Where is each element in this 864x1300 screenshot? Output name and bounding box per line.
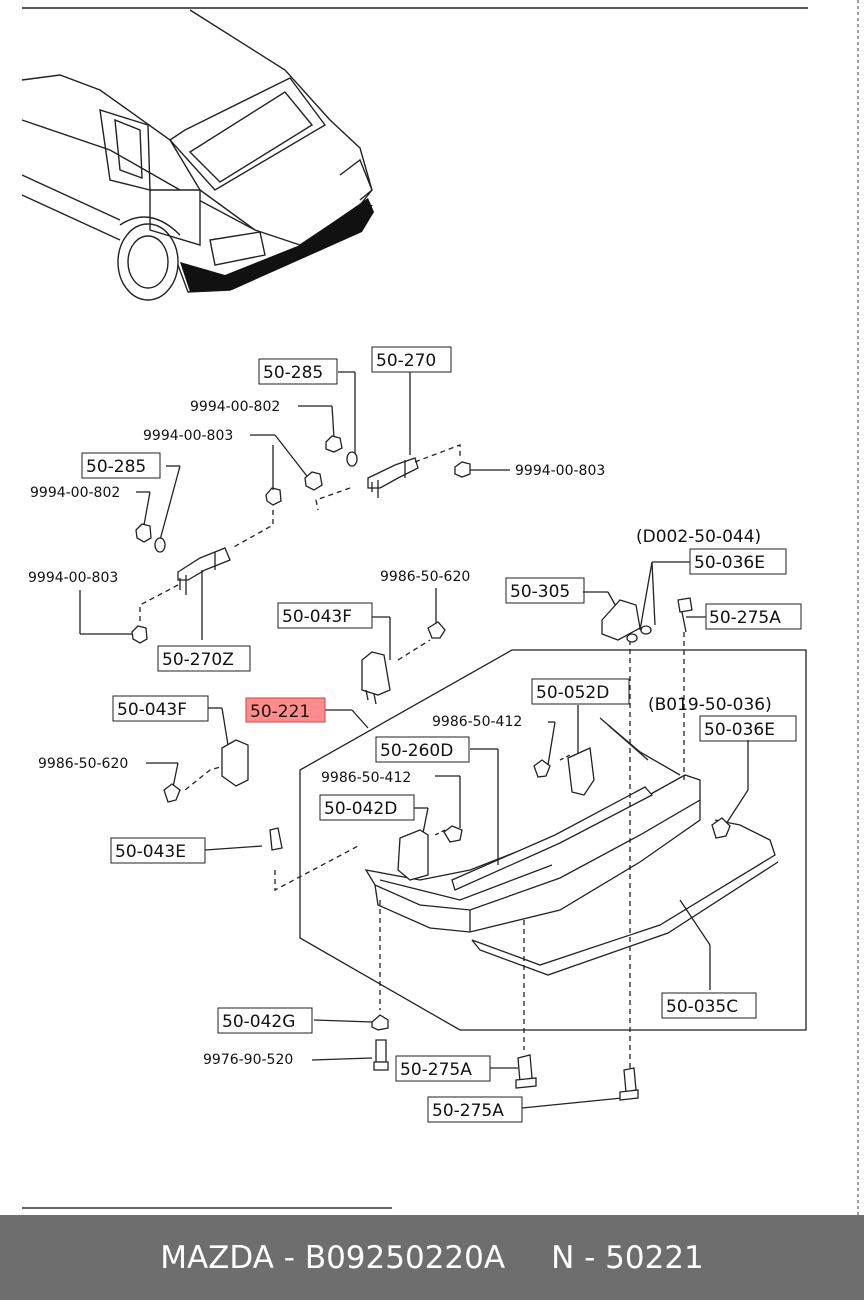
label-50-043e: 50-043E [115,842,186,862]
label-50-042d: 50-042D [324,799,397,819]
washers-left [131,523,166,644]
bracket-50-270-group [250,371,510,511]
highlight-50-221 [245,697,326,723]
label-9986-50-412-top: 9986-50-412 [432,714,522,730]
label-50-285-top: 50-285 [263,363,323,383]
parts-diagram: 50-285 50-270 9994-00-802 9994-00-803 99… [21,0,859,1215]
clips-and-screws [163,597,731,1101]
label-9994-00-803-right: 9994-00-803 [515,463,605,479]
label-9986-50-620-top: 9986-50-620 [380,569,470,585]
nuts-upper [265,435,471,506]
label-50-036e-top: 50-036E [694,553,765,573]
label-d002-50-044: (D002-50-044) [636,527,761,547]
part-labels [81,346,802,1123]
label-9994-00-802-left: 9994-00-802 [30,485,120,501]
label-50-270: 50-270 [376,351,436,371]
label-9994-00-803-left: 9994-00-803 [28,570,118,586]
car-rear-illustration [21,9,373,301]
bumper-assembly [146,561,807,1109]
label-50-042g: 50-042G [222,1012,295,1032]
footer-reference: N - 50221 [551,1239,704,1276]
footer-bar: MAZDA - B09250220A N - 50221 [0,1215,864,1300]
label-50-036e-right: 50-036E [704,720,775,740]
label-50-260d: 50-260D [380,741,453,761]
label-50-052d: 50-052D [536,683,609,703]
label-9976-90-520: 9976-90-520 [203,1052,293,1068]
bracket-50-270z-group [79,445,274,640]
label-50-043f-left: 50-043F [117,700,187,720]
label-50-275a-top: 50-275A [709,608,781,628]
label-50-270z: 50-270Z [162,650,234,670]
label-50-275a-bottom: 50-275A [432,1101,504,1121]
label-9986-50-412-mid: 9986-50-412 [321,770,411,786]
label-9994-00-803-mid: 9994-00-803 [143,428,233,444]
label-50-275a-mid: 50-275A [400,1060,472,1080]
footer-part-number: MAZDA - B09250220A [160,1239,506,1276]
label-50-035c: 50-035C [666,997,738,1017]
label-9994-00-802-top: 9994-00-802 [190,399,280,415]
label-50-285-left: 50-285 [86,457,146,477]
label-50-043f-top: 50-043F [282,607,352,627]
label-b019-50-036: (B019-50-036) [648,695,772,715]
label-50-221: 50-221 [250,702,310,722]
label-50-305: 50-305 [510,582,570,602]
label-9986-50-620-left: 9986-50-620 [38,756,128,772]
rear-bumper-highlight [180,198,374,292]
